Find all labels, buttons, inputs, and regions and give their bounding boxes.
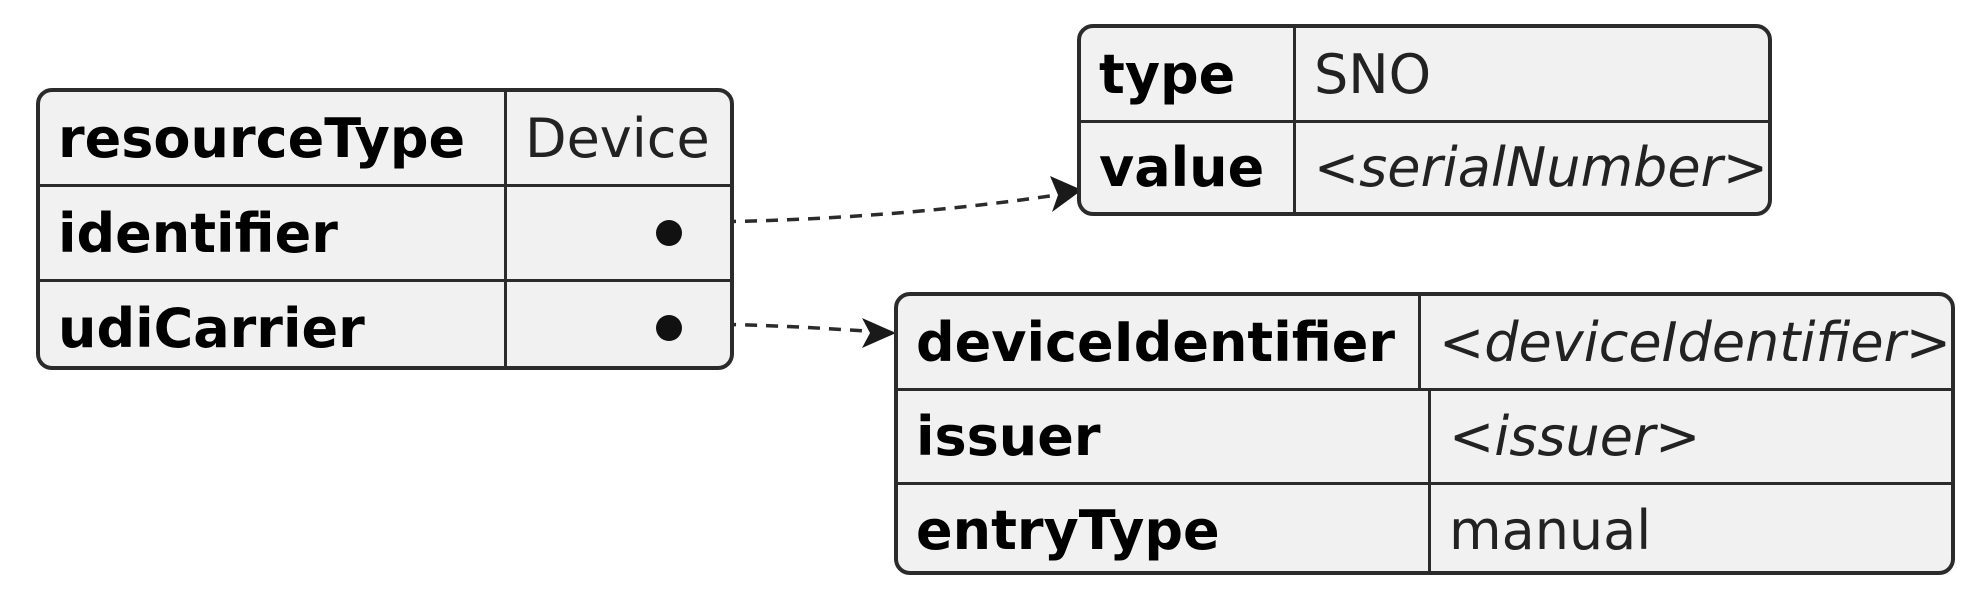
table-row: udiCarrier (40, 279, 730, 366)
table-row: deviceIdentifier <deviceIdentifier> (898, 296, 1951, 388)
row-key: issuer (898, 391, 1431, 482)
table-row: value <serialNumber> (1081, 120, 1768, 212)
table-row: resourceType Device (40, 92, 730, 184)
table-row: type SNO (1081, 28, 1768, 120)
device-table: resourceType Device identifier udiCarrie… (36, 88, 734, 370)
link-dot-icon (656, 315, 682, 341)
link-cell (507, 282, 730, 366)
edge-identifier (681, 176, 1082, 224)
udi-carrier-table: deviceIdentifier <deviceIdentifier> issu… (894, 292, 1955, 575)
link-cell (507, 187, 730, 279)
row-key: entryType (898, 485, 1431, 571)
arrowhead-icon (862, 318, 896, 348)
identifier-table: type SNO value <serialNumber> (1077, 24, 1772, 216)
row-value: manual (1449, 498, 1652, 562)
row-key: type (1081, 28, 1296, 120)
row-key: deviceIdentifier (898, 296, 1421, 388)
row-key: value (1081, 123, 1296, 212)
row-value: Device (525, 106, 710, 170)
row-value: <deviceIdentifier> (1439, 310, 1951, 374)
table-row: issuer <issuer> (898, 388, 1951, 482)
row-key: identifier (40, 187, 507, 279)
row-value: <issuer> (1449, 405, 1701, 468)
row-value: SNO (1314, 42, 1432, 106)
row-value: <serialNumber> (1313, 136, 1768, 199)
row-key: resourceType (40, 92, 507, 184)
table-row: identifier (40, 184, 730, 279)
row-key: udiCarrier (40, 282, 507, 366)
link-dot-icon (656, 220, 682, 246)
table-row: entryType manual (898, 482, 1951, 571)
